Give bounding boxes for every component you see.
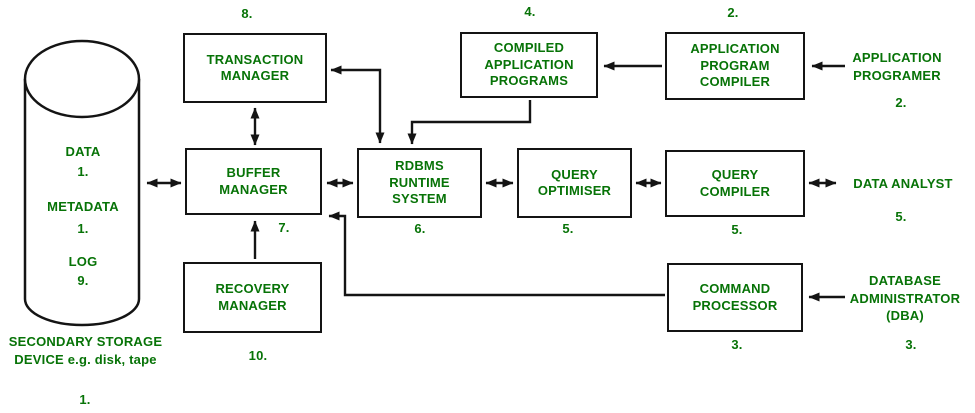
storage-data-label: DATA bbox=[65, 144, 101, 159]
num-rdbms-runtime-system: 6. bbox=[414, 221, 426, 236]
arrow-commandprocessor-buffer bbox=[328, 211, 665, 297]
box-compiled-application-programs: COMPILED APPLICATION PROGRAMS bbox=[460, 32, 598, 98]
num-buffer-manager: 7. bbox=[278, 220, 290, 235]
num-application-programer: 2. bbox=[895, 95, 907, 110]
arrow-compiledprograms-rdbms bbox=[407, 100, 532, 145]
box-rdbms-runtime-system: RDBMS RUNTIME SYSTEM bbox=[357, 148, 482, 218]
num-data-analyst: 5. bbox=[895, 209, 907, 224]
storage-caption-num: 1. bbox=[79, 392, 91, 407]
storage-log-num: 9. bbox=[77, 273, 89, 288]
num-query-compiler: 5. bbox=[731, 222, 743, 237]
num-command-processor: 3. bbox=[731, 337, 743, 352]
box-query-optimiser: QUERY OPTIMISER bbox=[517, 148, 632, 218]
box-application-program-compiler: APPLICATION PROGRAM COMPILER bbox=[665, 32, 805, 100]
secondary-storage-cylinder bbox=[23, 39, 141, 327]
storage-metadata-num: 1. bbox=[77, 221, 89, 236]
box-transaction-manager: TRANSACTION MANAGER bbox=[183, 33, 327, 103]
num-query-optimiser: 5. bbox=[562, 221, 574, 236]
num-compiled-application-programs: 4. bbox=[524, 4, 536, 19]
storage-metadata-label: METADATA bbox=[47, 199, 119, 214]
storage-data-num: 1. bbox=[77, 164, 89, 179]
box-command-processor: COMMAND PROCESSOR bbox=[667, 263, 803, 332]
storage-caption: SECONDARY STORAGE DEVICE e.g. disk, tape bbox=[8, 334, 163, 367]
arrow-transaction-rdbms bbox=[330, 65, 385, 144]
num-application-program-compiler: 2. bbox=[727, 5, 739, 20]
num-transaction-manager: 8. bbox=[241, 6, 253, 21]
box-recovery-manager: RECOVERY MANAGER bbox=[183, 262, 322, 333]
box-query-compiler: QUERY COMPILER bbox=[665, 150, 805, 217]
box-buffer-manager: BUFFER MANAGER bbox=[185, 148, 322, 215]
actor-application-programer: APPLICATION PROGRAMER bbox=[852, 50, 942, 83]
storage-log-label: LOG bbox=[68, 254, 98, 269]
actor-database-administrator: DATABASE ADMINISTRATOR (DBA) bbox=[849, 273, 961, 323]
actor-data-analyst: DATA ANALYST bbox=[853, 176, 953, 191]
num-recovery-manager: 10. bbox=[248, 348, 268, 363]
num-database-administrator: 3. bbox=[905, 337, 917, 352]
